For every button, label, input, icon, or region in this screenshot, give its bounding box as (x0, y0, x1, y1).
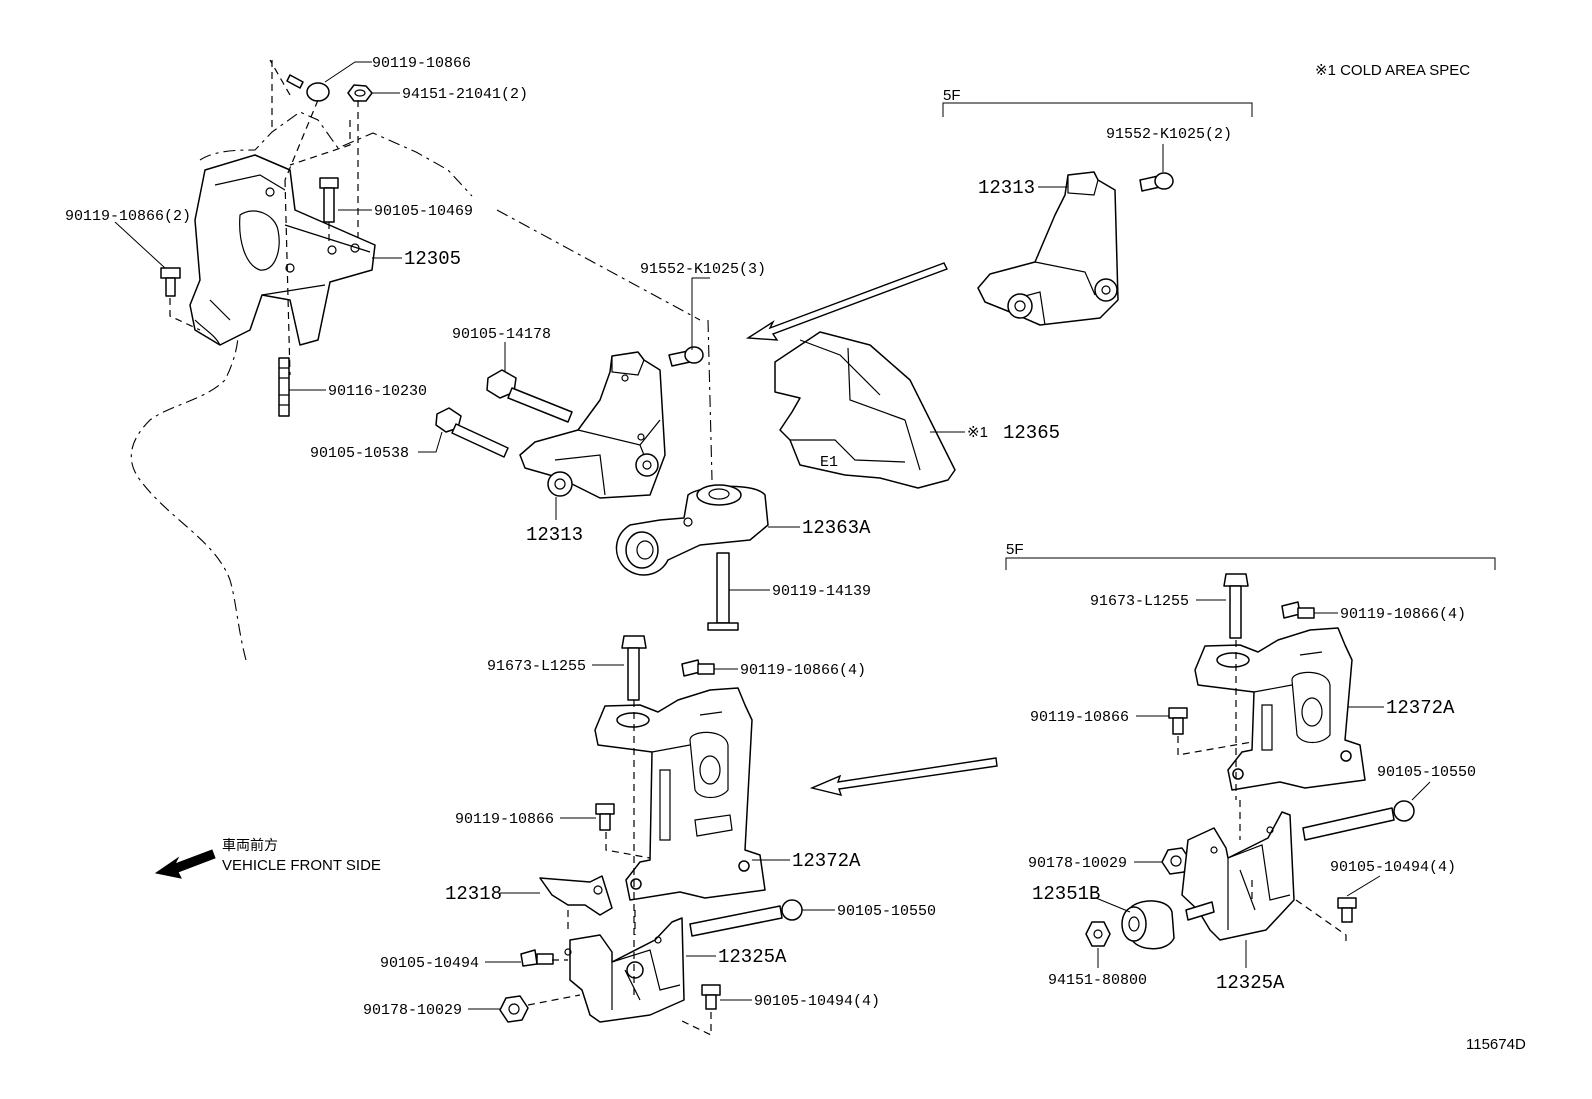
bolt-90105-10494-4-right (1337, 897, 1357, 923)
cover-marking-e1: E1 (820, 454, 838, 471)
bracket-12372a-mid (594, 687, 766, 901)
label-12365: 12365 (1003, 422, 1060, 444)
label-12313-mid: 12313 (526, 524, 583, 546)
bracket-5f-top: 5F (943, 87, 961, 104)
label-91552-k1025-3: 91552-K1025(3) (640, 261, 766, 278)
label-91552-k1025-2: 91552-K1025(2) (1106, 126, 1232, 143)
bracket-12313-mid (519, 351, 666, 499)
bolt-90119-10866-4-right (1281, 601, 1315, 619)
label-90105-10494-4-mid: 90105-10494(4) (754, 993, 880, 1010)
label-90105-10469: 90105-10469 (374, 203, 473, 220)
bolt-90105-10550-right (1302, 800, 1415, 841)
label-90105-10494-4-right: 90105-10494(4) (1330, 859, 1456, 876)
bolt-90105-10469 (319, 177, 339, 223)
engine-outline (130, 111, 473, 661)
label-90105-14178: 90105-14178 (452, 326, 551, 343)
bracket-12372a-right (1194, 627, 1366, 791)
label-90116-10230: 90116-10230 (328, 383, 427, 400)
label-mark-1: ※1 (967, 424, 988, 441)
label-12363a: 12363A (802, 517, 871, 539)
bolt-91552-k1025-2 (1139, 172, 1174, 192)
label-12372a-mid: 12372A (792, 850, 861, 872)
label-12313-right: 12313 (978, 177, 1035, 199)
label-90119-10866-2: 90119-10866(2) (65, 208, 191, 225)
diagram-code: 115674D (1466, 1036, 1526, 1053)
bolt-90119-14139 (707, 552, 739, 631)
bolt-90105-14178 (486, 369, 573, 423)
label-90119-10866-mid: 90119-10866 (455, 811, 554, 828)
vehicle-front-en-note: VEHICLE FRONT SIDE (222, 857, 381, 874)
bracket-5f-bottom: 5F (1006, 541, 1024, 558)
label-90119-10866-4-right: 90119-10866(4) (1340, 606, 1466, 623)
mount-12305 (189, 154, 376, 346)
bracket-12318 (539, 875, 613, 916)
mount-12363a (615, 484, 769, 576)
label-90119-14139: 90119-14139 (772, 583, 871, 600)
vehicle-front-arrow-icon (154, 849, 216, 879)
label-12325a-right: 12325A (1216, 972, 1285, 994)
label-91673-l1255-mid: 91673-L1255 (487, 658, 586, 675)
label-90178-10029-right: 90178-10029 (1028, 855, 1127, 872)
label-94151-21041: 94151-21041(2) (402, 86, 528, 103)
bracket-12313-right (977, 171, 1119, 326)
label-90119-10866-4-mid: 90119-10866(4) (740, 662, 866, 679)
nut-90178-10029-right (1161, 847, 1191, 875)
bolt-91552-k1025-3 (668, 346, 704, 367)
nut-94151-21041 (347, 84, 373, 102)
cover-12365: E1 (774, 331, 956, 489)
vehicle-front-jp-note: 車両前方 (222, 837, 278, 854)
label-90119-10866-top: 90119-10866 (372, 55, 471, 72)
label-12325a-mid: 12325A (718, 946, 787, 968)
label-94151-80800: 94151-80800 (1048, 972, 1147, 989)
label-12318: 12318 (445, 883, 502, 905)
bolt-90105-10538 (435, 407, 509, 458)
label-12351b: 12351B (1032, 883, 1100, 905)
label-90119-10866-right: 90119-10866 (1030, 709, 1129, 726)
stud-90116-10230 (278, 357, 290, 417)
bolt-91673-l1255-right (1223, 573, 1249, 639)
cold-area-spec-note: ※1 COLD AREA SPEC (1315, 62, 1470, 79)
bolt-90119-10866-mid (595, 803, 615, 831)
label-90105-10494-mid: 90105-10494 (380, 955, 479, 972)
label-12372a-right: 12372A (1386, 697, 1455, 719)
bolt-90105-10550-mid (689, 899, 803, 937)
label-90105-10550-right: 90105-10550 (1377, 764, 1476, 781)
bolt-90119-10866-2 (160, 267, 181, 297)
bolt-90105-10494-4-mid (701, 984, 721, 1010)
bolt-91673-l1255-mid (621, 635, 647, 701)
direction-arrow-bottom (809, 757, 998, 796)
direction-arrow-top (745, 262, 948, 341)
bolt-90119-10866-top (286, 74, 330, 102)
label-90178-10029-mid: 90178-10029 (363, 1002, 462, 1019)
label-90105-10550-mid: 90105-10550 (837, 903, 936, 920)
bolt-90119-10866-right (1168, 707, 1188, 735)
label-12305: 12305 (404, 248, 461, 270)
bracket-12325a-right (1181, 811, 1295, 941)
nut-90178-10029-mid (499, 995, 529, 1023)
bracket-12325a-mid (564, 917, 685, 1023)
bolt-90119-10866-4-mid (681, 659, 715, 677)
bolt-90105-10494-mid (520, 949, 554, 967)
label-91673-l1255-right: 91673-L1255 (1090, 593, 1189, 610)
label-90105-10538: 90105-10538 (310, 445, 409, 462)
nut-94151-80800 (1085, 921, 1111, 947)
bushing-12351b (1121, 900, 1175, 950)
